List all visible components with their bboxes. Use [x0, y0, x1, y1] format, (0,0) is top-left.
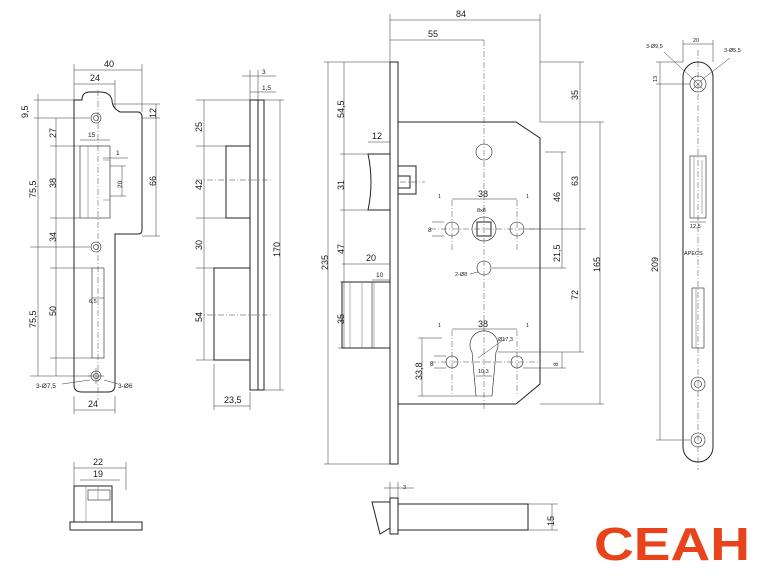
dim-latch-slot: 38 — [48, 178, 58, 188]
dim-top-to-body: 54,5 — [336, 100, 346, 118]
faceplate-view: APECS 20 3-Ø9,5 3-Ø5,5 13 209 12,5 — [646, 38, 741, 470]
dim-depth: 23,5 — [224, 395, 242, 405]
dim-side-offset: 1,5 — [262, 85, 271, 92]
faceplate-bolt-slot — [691, 287, 705, 349]
label-screw-holes-right: 3-Ø6 — [118, 383, 133, 390]
dim-hole-spacing-upper: 75,5 — [28, 180, 38, 198]
dim-latch-to-handle: 47 — [336, 244, 346, 254]
dim-faceplate-top-offset: 13 — [653, 76, 659, 82]
dim-bolt-view-thickness: 3 — [403, 485, 406, 491]
strike-box-body — [73, 485, 113, 523]
label-faceplate-holes-left: 3-Ø9,5 — [646, 44, 663, 50]
strike-plate-view: 40 24 9,5 75,5 75,5 27 38 34 50 12 66 15… — [20, 59, 160, 414]
dim-tongue-height: 66 — [148, 176, 158, 186]
dim-handle-to-cylinder: 72 — [570, 290, 580, 300]
dead-bolt — [341, 281, 391, 349]
dim-bolt-height-main: 35 — [336, 314, 346, 324]
dim-latch-width: 12 — [372, 131, 382, 141]
faceplate-brand: APECS — [684, 251, 703, 257]
dim-bolt-slot: 50 — [48, 306, 58, 316]
dim-plate-thickness: 3 — [262, 69, 266, 76]
cylinder-cutout — [469, 330, 499, 397]
dim-slot-height: 20 — [117, 180, 124, 188]
dim-body-upper: 63 — [570, 176, 580, 186]
side-latch — [225, 145, 251, 219]
dim-latch-zone: 25 — [194, 122, 204, 132]
dim-backset: 55 — [428, 29, 438, 39]
bolt-view-plate — [389, 497, 399, 535]
dim-cyl-hole-offset: 8 — [430, 361, 434, 368]
dim-body-height: 165 — [592, 257, 602, 272]
dim-upper-offset: 24 — [90, 73, 100, 83]
dim-total-height: 170 — [272, 242, 282, 257]
dim-cyl-gap-left: 1 — [438, 323, 441, 329]
dim-spindle-gap-left: 1 — [438, 194, 441, 200]
label-spindle-square: 8x8 — [477, 208, 486, 214]
faceplate-latch-slot — [689, 155, 707, 219]
dim-bolt-height: 54 — [194, 312, 204, 322]
latch-bolt — [367, 153, 391, 211]
dim-cyl-hole-spacing: 38 — [478, 319, 488, 329]
label-faceplate-holes-right: 3-Ø5,5 — [724, 48, 741, 54]
dim-cyl-width: 10,3 — [478, 369, 489, 375]
dim-small-offset: 8 — [553, 362, 560, 366]
dim-spindle-gap-right: 1 — [526, 194, 529, 200]
dim-spindle-distance: 38 — [478, 189, 488, 199]
dim-bolt-slot-width: 6,5 — [89, 299, 97, 305]
dim-bottom-width: 24 — [88, 399, 98, 409]
dim-mid-segment: 34 — [48, 232, 58, 242]
dim-spindle-offset: 8 — [428, 227, 432, 234]
dim-hole-spacing-lower: 75,5 — [28, 310, 38, 328]
dim-latch-height: 42 — [194, 180, 204, 190]
dim-gap: 30 — [194, 240, 204, 250]
dim-cyl-height: 33,8 — [414, 362, 424, 380]
main-faceplate — [389, 61, 399, 465]
dim-faceplate-width: 20 — [693, 38, 699, 44]
dim-slot-width: 15 — [88, 132, 96, 139]
dim-first-hole: 27 — [48, 128, 58, 138]
dim-backset-total: 84 — [456, 9, 466, 19]
faceplate-hole-mid — [690, 376, 706, 392]
brand-logo: CEAH — [594, 518, 750, 570]
label-screw-holes-left: 3-Ø7,5 — [36, 383, 56, 390]
bolt-view: 3 15 — [371, 482, 558, 535]
dim-spindle-dist: 46 — [552, 192, 562, 202]
side-view: 3 1,5 25 42 30 54 170 23,5 — [194, 69, 284, 410]
dim-bolt-projection: 20 — [366, 253, 376, 263]
dim-faceplate-length: 209 — [650, 257, 660, 272]
strike-box-flange — [69, 521, 143, 531]
dim-upper-chamfer: 12 — [148, 108, 158, 118]
lock-body-view: 84 55 235 54,5 31 47 35 12 20 10 35 46 6… — [320, 9, 604, 465]
dim-top-offset: 9,5 — [20, 105, 30, 118]
faceplate-hole-bottom — [690, 432, 706, 448]
dim-inner-width: 19 — [93, 469, 103, 479]
lock-case — [397, 121, 541, 405]
strike-plate-outline — [73, 91, 143, 393]
dim-bolt-thickness: 10 — [376, 272, 384, 279]
side-faceplate — [257, 99, 265, 391]
dim-width: 40 — [104, 59, 114, 69]
bolt-view-body — [371, 501, 391, 535]
label-fix-holes: 2-Ø8 — [455, 272, 467, 278]
screw-hole-top — [90, 112, 102, 124]
dim-square-spacing: 21,5 — [552, 244, 562, 262]
side-bolt — [213, 267, 251, 361]
dim-faceplate-height: 235 — [320, 255, 330, 270]
dim-slot-gap: 1 — [116, 150, 120, 157]
screw-hole-mid — [90, 241, 102, 253]
dim-outer-width: 22 — [93, 457, 103, 467]
dim-faceplate-latch-width: 12,5 — [690, 224, 701, 230]
dim-body-top: 35 — [570, 90, 580, 100]
label-cyl-dia: Ø17,3 — [498, 337, 513, 343]
strike-box-view: 22 19 — [69, 457, 143, 531]
dim-bolt-view-height: 15 — [546, 516, 556, 526]
dim-cyl-gap-right: 1 — [526, 323, 529, 329]
dim-latch-height: 31 — [336, 180, 346, 190]
